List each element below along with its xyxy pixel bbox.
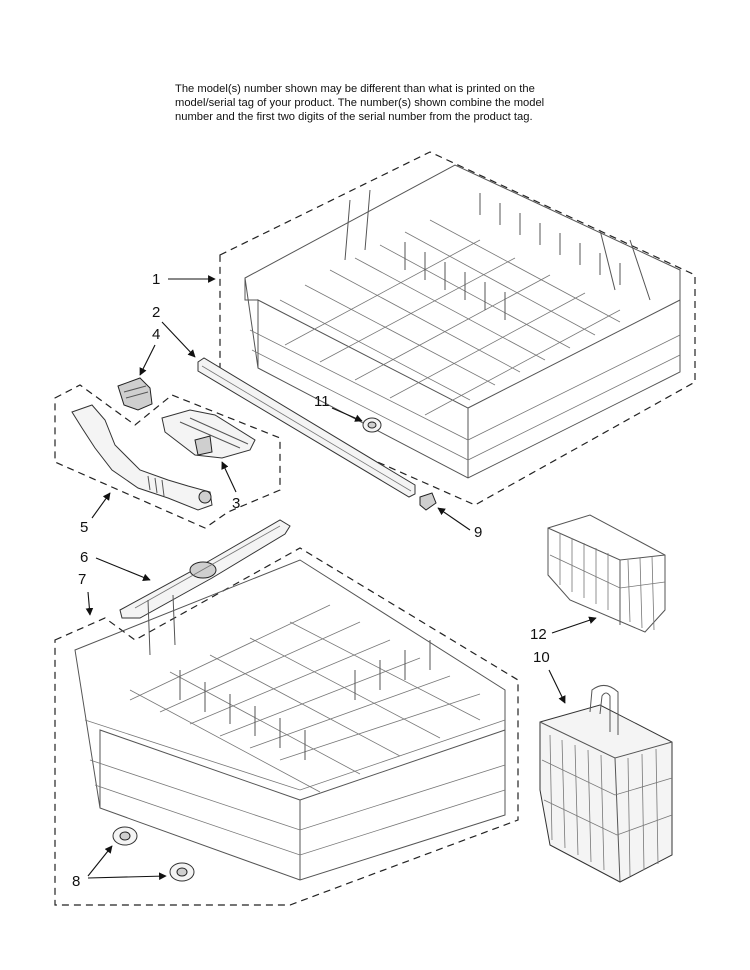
silverware-basket [539,685,673,883]
rack-adjuster [117,377,153,411]
callout-10: 10 [533,649,550,666]
callout-3: 3 [232,495,240,512]
callout-12: 12 [530,626,547,643]
rack-rail-group: 2 [152,304,416,498]
model-number-note: The model(s) number shown may be differe… [175,82,595,124]
manifold-bracket [161,409,256,459]
callout-7: 7 [78,571,86,588]
silverware-basket-group: 10 [533,649,673,883]
lower-rack [74,559,506,881]
note-line-2: model/serial tag of your product. The nu… [175,97,545,109]
rack-wheel [112,826,138,846]
callout-1: 1 [152,271,160,288]
note-line-3: number and the first two digits of the s… [175,111,533,123]
rack-wheels-group: 8 [72,826,195,890]
callout-2: 2 [152,304,160,321]
callout-9: 9 [474,524,482,541]
spray-arm-manifold [71,404,213,511]
manifold-boundary [54,384,281,529]
callout-6: 6 [80,549,88,566]
rail-stop-clip [419,492,437,511]
lower-spray-arm-group: 6 [80,519,291,619]
callout-8: 8 [72,873,80,890]
rack-rail [197,357,416,498]
rack-wheel [169,862,195,882]
lower-rack-group: 7 [54,547,519,906]
callout-11: 11 [314,393,330,410]
callout-4: 4 [152,326,160,343]
shelf-basket [547,514,666,633]
note-line-1: The model(s) number shown may be differe… [175,83,535,95]
lower-rack-boundary [54,547,519,906]
upper-rack-group: 1 [152,151,696,506]
adjuster-group: 4 [117,326,160,411]
upper-rack [244,164,681,479]
upper-rack-wheel-group: 11 [314,393,382,433]
spray-arm-manifold-group: 3 5 [54,384,281,536]
callout-5: 5 [80,519,88,536]
rail-stop-group: 9 [419,492,482,541]
shelf-basket-group: 12 [530,514,666,643]
upper-rack-wheel [362,417,382,433]
